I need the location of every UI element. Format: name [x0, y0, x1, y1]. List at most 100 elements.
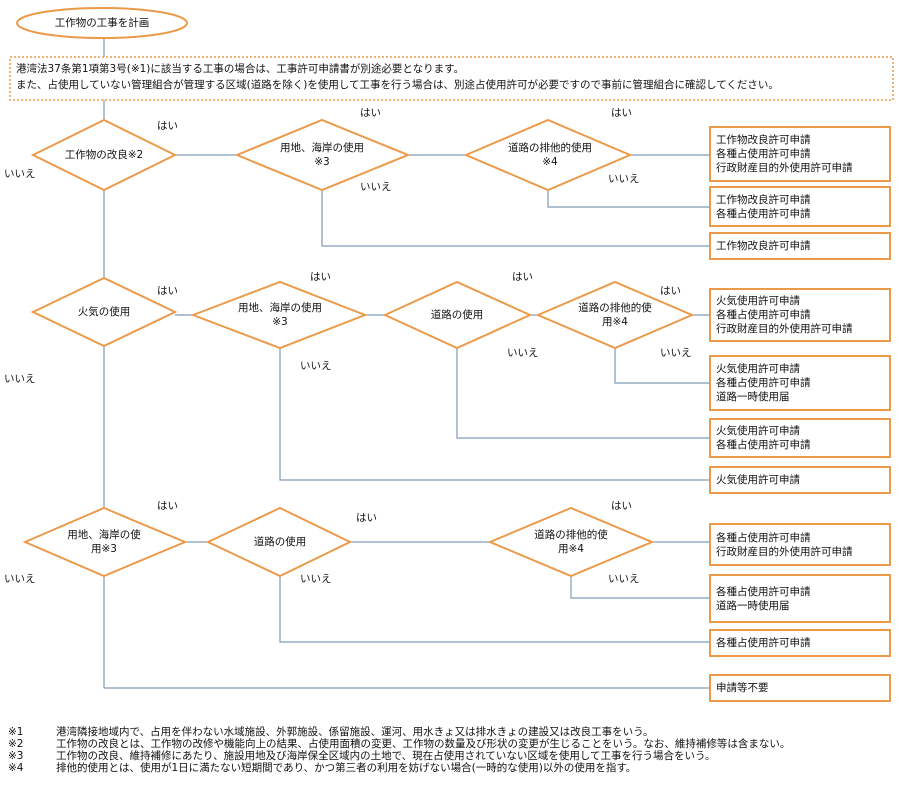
decision-d3-shape: [463, 118, 633, 192]
notice-box-border: [9, 56, 894, 101]
footnote-mark: ※1: [8, 726, 24, 738]
no-label: いいえ: [608, 173, 640, 185]
result-line: 火気使用許可申請: [716, 295, 800, 307]
no-label: いいえ: [4, 373, 36, 385]
decision-d8: 用地、海岸の使用※3: [67, 529, 141, 555]
decision-d10-shape: [487, 506, 655, 578]
result-line: 行政財産目的外使用許可申請: [716, 162, 853, 174]
start-label: 工作物の工事を計画: [54, 17, 150, 29]
no-label: いいえ: [360, 181, 392, 193]
result-line: 工作物改良許可申請: [716, 193, 811, 206]
result-r4-border: [709, 288, 891, 342]
decision-d10: 道路の排他的使用※4: [534, 529, 608, 555]
result-r8-border: [709, 523, 891, 566]
result-r1: 工作物改良許可申請 各種占使用許可申請 行政財産目的外使用許可申請: [710, 127, 886, 181]
result-line: 申請等不要: [716, 682, 769, 694]
no-label: いいえ: [300, 573, 332, 585]
decision-d2-shape: [234, 118, 411, 192]
decision-d5-shape: [190, 280, 368, 350]
footnote-text: 港湾隣接地域内で、占用を伴わない水域施設、外郭施設、係留施設、運河、用水きょ又は…: [56, 726, 654, 738]
no-label: いいえ: [660, 347, 692, 359]
yes-label: はい: [356, 512, 377, 524]
decision-d6-shape: [382, 280, 533, 350]
yes-label: はい: [157, 500, 178, 512]
result-line: 道路一時使用届: [716, 391, 790, 403]
notice-line: 港湾法37条第1項第3号(※1)に該当する工事の場合は、工事許可申請書が別途必要…: [16, 63, 465, 75]
result-r10: 各種占使用許可申請: [710, 630, 886, 656]
result-r9: 各種占使用許可申請 道路一時使用届: [710, 575, 886, 622]
decision-d3: 道路の排他的使用※4: [508, 142, 592, 168]
result-r3: 工作物改良許可申請: [710, 233, 886, 259]
result-r1-border: [709, 126, 891, 182]
connectors: [103, 38, 710, 689]
result-r8: 各種占使用許可申請 行政財産目的外使用許可申請: [710, 524, 886, 565]
result-r10-border: [709, 629, 891, 657]
result-line: 工作物改良許可申請: [716, 134, 811, 146]
result-r6: 火気使用許可申請 各種占使用許可申請: [710, 419, 886, 457]
result-line: 行政財産目的外使用許可申請: [716, 545, 853, 558]
start-ellipse: [16, 7, 188, 39]
no-label: いいえ: [608, 573, 640, 585]
result-line: 火気使用許可申請: [716, 363, 800, 375]
yes-label: はい: [660, 285, 681, 297]
yes-label: はい: [157, 120, 178, 132]
result-line: 各種占使用許可申請: [716, 148, 811, 160]
decision-d7: 道路の排他的使用※4: [578, 302, 652, 328]
footnote-mark: ※2: [8, 738, 24, 750]
result-r6-border: [709, 418, 891, 458]
footnote-text: 工作物の改良、維持補修にあたり、施設用地及び海岸保全区域内の土地で、現在占使用さ…: [56, 750, 716, 762]
result-r4: 火気使用許可申請 各種占使用許可申請 行政財産目的外使用許可申請: [710, 289, 886, 341]
yes-label: はい: [310, 271, 331, 283]
result-r3-border: [709, 232, 891, 260]
result-r11-border: [709, 674, 891, 702]
result-r7: 火気使用許可申請: [710, 467, 886, 493]
decision-d5: 用地、海岸の使用※3: [238, 302, 322, 328]
notice-line: また、占使用していない管理組合が管理する区域(道路を除く)を使用して工事を行う場…: [16, 79, 779, 91]
result-r5: 火気使用許可申請 各種占使用許可申請 道路一時使用届: [710, 356, 886, 410]
result-line: 火気使用許可申請: [716, 474, 800, 486]
footnote-mark: ※4: [8, 762, 24, 774]
notice-box: 港湾法37条第1項第3号(※1)に該当する工事の場合は、工事許可申請書が別途必要…: [16, 61, 779, 93]
result-line: 各種占使用許可申請: [716, 585, 811, 598]
result-line: 各種占使用許可申請: [716, 531, 811, 544]
yes-label: はい: [611, 107, 632, 119]
result-line: 各種占使用許可申請: [716, 637, 811, 649]
result-line: 工作物改良許可申請: [716, 240, 811, 252]
footnote-text: 排他的使用とは、使用が1日に満たない短期間であり、かつ第三者の利用を妨げない場合…: [56, 762, 637, 774]
decision-d1: 工作物の改良※2: [64, 149, 144, 161]
result-line: 火気使用許可申請: [716, 425, 800, 437]
decision-d9-shape: [205, 506, 353, 578]
no-label: いいえ: [507, 347, 539, 359]
result-r9-border: [709, 574, 891, 623]
result-line: 道路一時使用届: [716, 599, 790, 612]
decision-d1-shape: [30, 118, 178, 192]
decision-d8-shape: [22, 506, 188, 578]
no-label: いいえ: [4, 573, 36, 585]
yes-label: はい: [157, 285, 178, 297]
yes-label: はい: [512, 271, 533, 283]
result-r2-border: [709, 186, 891, 227]
decision-d2: 用地、海岸の使用※3: [280, 142, 364, 168]
decision-d4: 火気の使用: [77, 306, 131, 318]
footnote: ※4 排他的使用とは、使用が1日に満たない短期間であり、かつ第三者の利用を妨げない…: [8, 762, 636, 774]
result-line: 各種占使用許可申請: [716, 439, 811, 451]
decision-d4-shape: [30, 276, 178, 348]
result-line: 各種占使用許可申請: [716, 309, 811, 321]
no-label: いいえ: [4, 168, 36, 180]
result-line: 行政財産目的外使用許可申請: [716, 323, 853, 335]
result-line: 各種占使用許可申請: [716, 377, 811, 389]
decision-d9: 道路の使用: [253, 536, 307, 548]
decision-d7-shape: [535, 280, 695, 350]
no-label: いいえ: [300, 360, 332, 372]
footnote: ※1 港湾隣接地域内で、占用を伴わない水域施設、外郭施設、係留施設、運河、用水きょ…: [8, 726, 653, 738]
result-r5-border: [709, 355, 891, 411]
footnote-mark: ※3: [8, 750, 24, 762]
yes-label: はい: [611, 500, 632, 512]
yes-label: はい: [360, 107, 381, 119]
footnote: ※3 工作物の改良、維持補修にあたり、施設用地及び海岸保全区域内の土地で、現在占使…: [8, 750, 715, 762]
decision-d6: 道路の使用: [430, 309, 484, 321]
result-line: 各種占使用許可申請: [716, 207, 811, 220]
